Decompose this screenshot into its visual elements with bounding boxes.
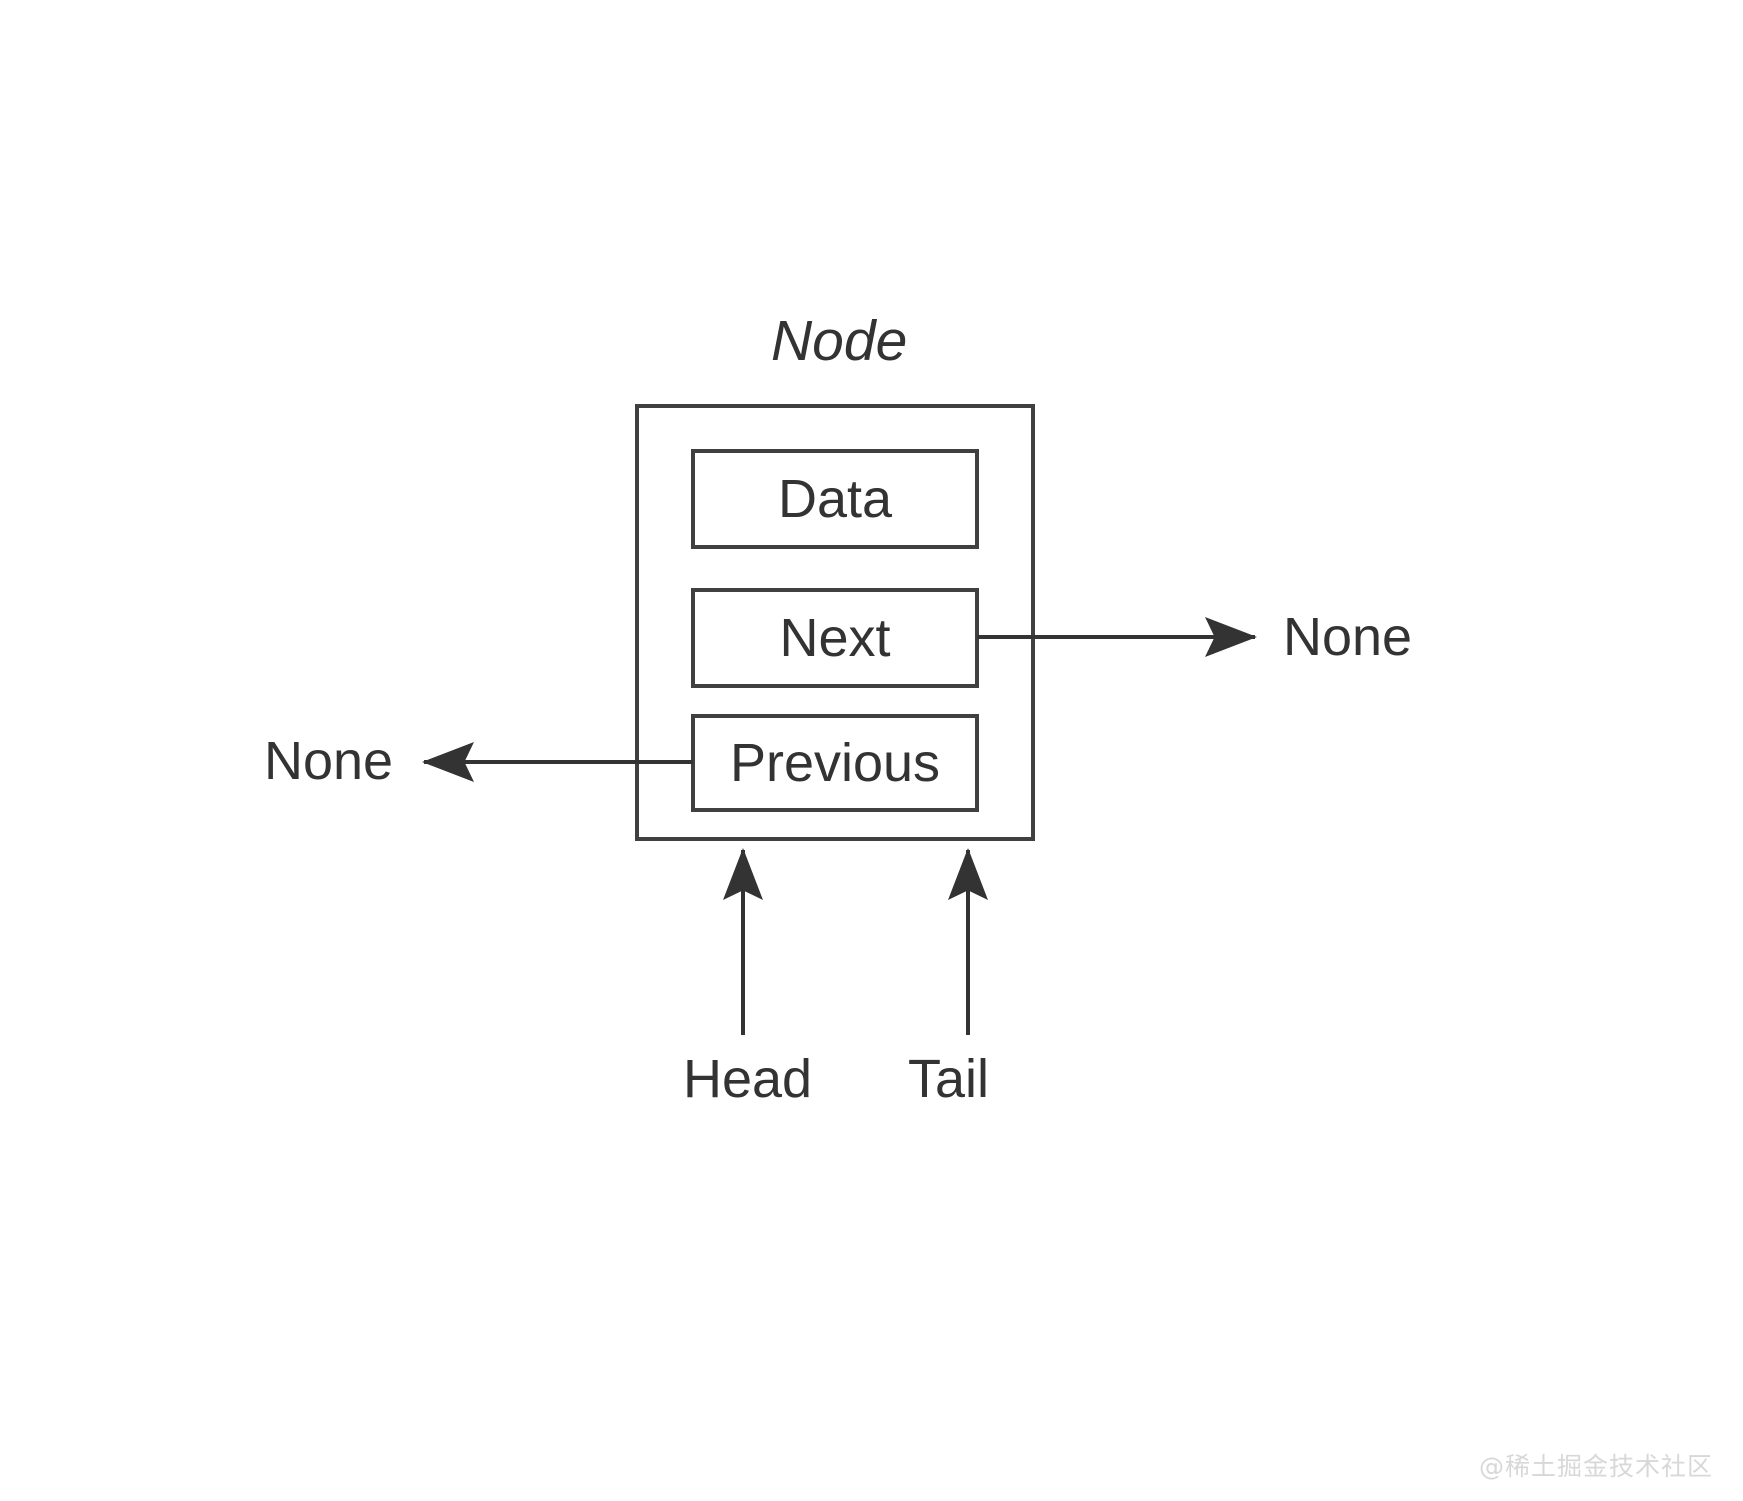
- endpoint-label-next-none: None: [1283, 607, 1413, 667]
- watermark: @稀土掘金技术社区: [1478, 1452, 1713, 1481]
- pointer-label-tail: Tail: [908, 1049, 990, 1109]
- field-label-next: Next: [779, 608, 891, 668]
- field-label-data: Data: [777, 469, 893, 529]
- node-outer-box: [635, 404, 1035, 841]
- pointer-label-head: Head: [683, 1049, 813, 1109]
- endpoint-label-previous-none: None: [264, 731, 394, 791]
- field-box-data: [691, 449, 979, 549]
- node-title: Node: [771, 309, 908, 373]
- field-label-previous: Previous: [729, 733, 941, 793]
